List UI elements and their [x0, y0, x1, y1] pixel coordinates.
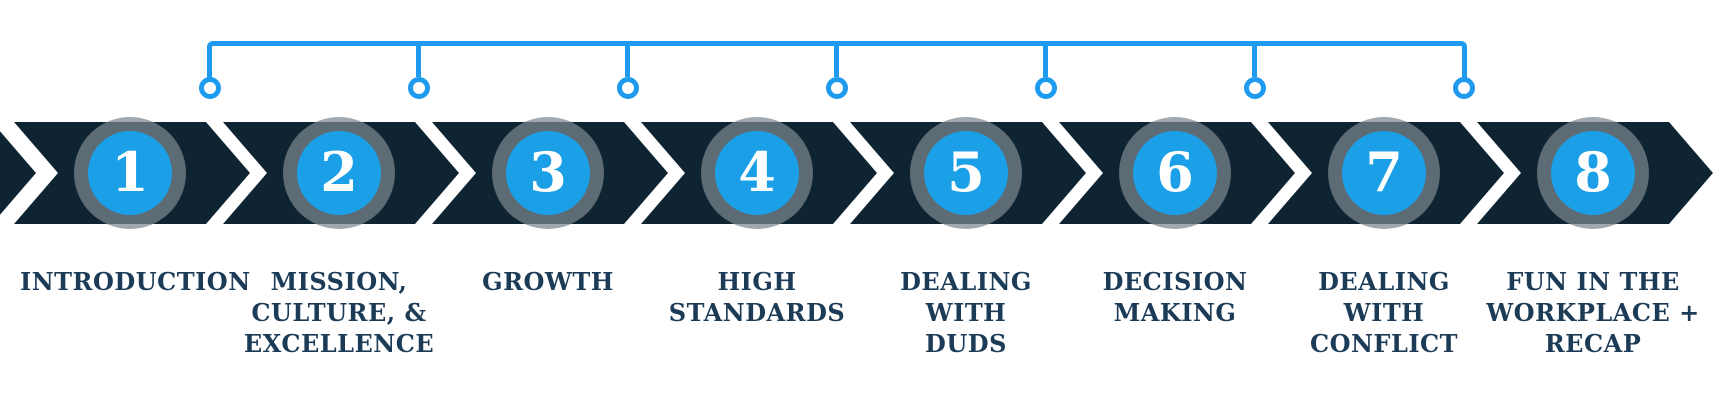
connector-line: [1043, 45, 1048, 77]
step-circle-ring: 4: [701, 117, 813, 229]
step-label-3: GROWTH: [482, 267, 614, 296]
connector-line: [625, 45, 630, 77]
connector-line: [834, 45, 839, 77]
step-label-4: HIGH STANDARDS: [668, 267, 846, 327]
connector-node-icon: [408, 77, 430, 99]
connector-node-icon: [617, 77, 639, 99]
step-label-1: INTRODUCTION: [20, 267, 251, 296]
step-number: 5: [947, 140, 985, 204]
connector-line: [1252, 45, 1257, 77]
step-label-2: MISSION, CULTURE, & EXCELLENCE: [243, 267, 435, 358]
step-circle: 6: [1133, 131, 1217, 215]
step-circle: 4: [715, 131, 799, 215]
connector-node-icon: [1244, 77, 1266, 99]
step-circle: 7: [1342, 131, 1426, 215]
step-circle-ring: 3: [492, 117, 604, 229]
step-number: 3: [529, 140, 567, 204]
step-circle-ring: 2: [283, 117, 395, 229]
connector-node-icon: [826, 77, 848, 99]
connector-node-icon: [1035, 77, 1057, 99]
step-circle-ring: 1: [74, 117, 186, 229]
step-label-8: FUN IN THE WORKPLACE + RECAP: [1486, 267, 1700, 358]
step-number: 4: [738, 140, 776, 204]
step-number: 7: [1365, 140, 1403, 204]
step-circle: 2: [297, 131, 381, 215]
connector-node-icon: [1453, 77, 1475, 99]
step-circle-ring: 8: [1537, 117, 1649, 229]
step-number: 6: [1156, 140, 1194, 204]
step-circle: 3: [506, 131, 590, 215]
step-label-6: DECISION MAKING: [1102, 267, 1248, 327]
step-circle-ring: 7: [1328, 117, 1440, 229]
connector-bracket: [207, 41, 1467, 82]
step-number: 1: [111, 140, 149, 204]
step-circle-ring: 5: [910, 117, 1022, 229]
connector-node-icon: [199, 77, 221, 99]
step-number: 2: [320, 140, 358, 204]
step-circle: 8: [1551, 131, 1635, 215]
step-circle: 5: [924, 131, 1008, 215]
step-circle-ring: 6: [1119, 117, 1231, 229]
step-label-7: DEALING WITH CONFLICT: [1309, 267, 1459, 358]
step-circle: 1: [88, 131, 172, 215]
step-label-5: DEALING WITH DUDS: [900, 267, 1032, 358]
connector-line: [416, 45, 421, 77]
step-number: 8: [1574, 140, 1612, 204]
